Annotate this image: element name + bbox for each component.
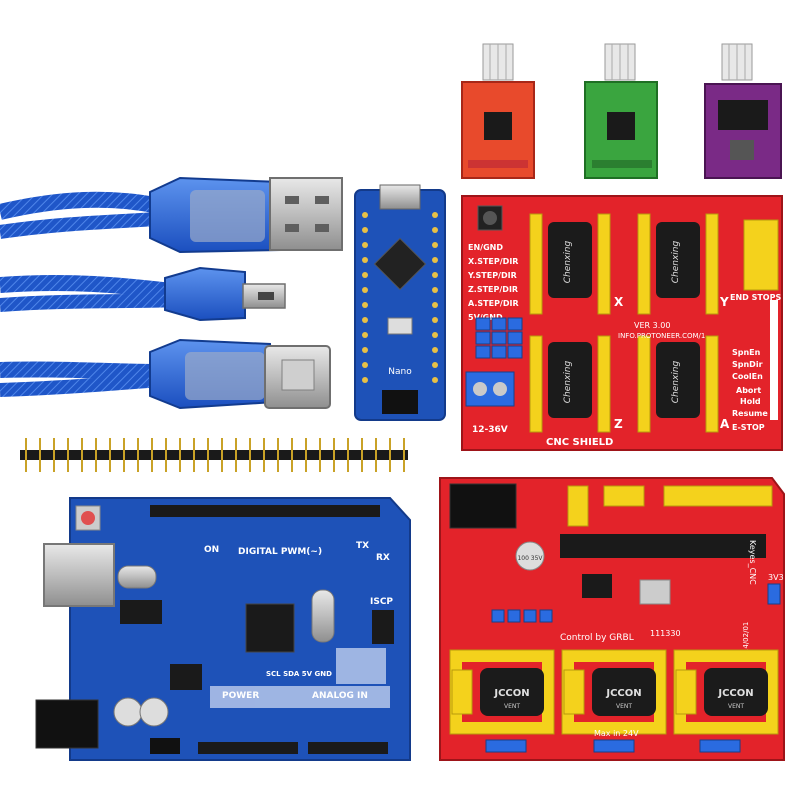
capacitor-brand-label: Chenxing: [563, 240, 573, 283]
endstop-label: END STOPS: [730, 293, 781, 302]
endstop-label: CoolEn: [732, 372, 763, 381]
axis-label-z: Z: [614, 417, 623, 431]
usb-a-plug: [149, 176, 343, 254]
cnc-shield-v4: 100 35V Control by GRBL 111330 Keyes_CNC…: [439, 477, 785, 761]
v4-cap-label: 100 35V: [517, 555, 543, 562]
endstop-label: SpnEn: [732, 348, 761, 357]
v4-cap-brand: JCCON: [605, 688, 641, 699]
axis-label-x: X: [614, 295, 624, 309]
uno-i2c-label: SCL SDA 5V GND: [266, 670, 332, 678]
stepper-driver-green: [584, 43, 658, 179]
power-input-label: 12-36V: [472, 425, 508, 435]
cnc-capacitors: [548, 222, 700, 418]
uno-digital-label: DIGITAL PWM(~): [238, 547, 322, 557]
capacitor-brand-label: Chenxing: [671, 240, 681, 283]
stepper-driver-red: [461, 43, 535, 179]
cnc-pin-label: Y.STEP/DIR: [467, 271, 517, 280]
v4-cap-sub: VENT: [616, 703, 632, 710]
pin-header-strip: [20, 438, 408, 472]
v4-brand: Keyes_CNC: [748, 540, 757, 585]
v4-cap-brand: JCCON: [717, 688, 753, 699]
uno-iscp-label: ISCP: [370, 597, 393, 607]
v4-date: 2014/02/01: [742, 622, 750, 662]
v4-serial: 111330: [650, 629, 681, 638]
usb-cable: [0, 176, 343, 410]
cnc-title: CNC SHIELD: [546, 437, 613, 448]
endstop-label: Hold: [740, 397, 761, 406]
uno-on-label: ON: [204, 545, 219, 555]
nano-label: Nano: [388, 367, 412, 377]
endstop-label: E-STOP: [732, 423, 765, 432]
capacitor-brand-label: Chenxing: [671, 360, 681, 403]
mini-usb-plug: [164, 266, 286, 322]
uno-analog-label: ANALOG IN: [312, 691, 368, 701]
cnc-pin-label: EN/GND: [468, 243, 503, 252]
arduino-uno-board: DIGITAL PWM(~) POWER ANALOG IN TX RX ON …: [35, 497, 411, 761]
capacitor-brand-label: Chenxing: [563, 360, 573, 403]
v4-cap-sub: VENT: [728, 703, 744, 710]
cnc-pin-label: X.STEP/DIR: [468, 257, 518, 266]
cnc-url: INFO.PROTONEER.COM/1: [618, 332, 705, 340]
v4-cap-brand: JCCON: [493, 688, 529, 699]
endstop-label: Resume: [732, 409, 768, 418]
cnc-version: VER 3.00: [634, 321, 670, 330]
uno-rx-label: RX: [376, 553, 390, 563]
cnc-pin-label: A.STEP/DIR: [468, 299, 519, 308]
v4-control-text: Control by GRBL: [560, 633, 634, 643]
usb-b-plug: [149, 338, 331, 410]
endstop-label: Abort: [736, 386, 761, 395]
stepper-driver-purple: [704, 43, 782, 179]
cnc-shield-v3: EN/GND X.STEP/DIR Y.STEP/DIR Z.STEP/DIR …: [461, 195, 783, 451]
v4-volt-label: 3V3: [768, 573, 784, 582]
v4-cap-sub: VENT: [504, 703, 520, 710]
v4-max-label: Max in 24V: [594, 729, 639, 738]
cnc-pin-label: Z.STEP/DIR: [468, 285, 518, 294]
arduino-nano-board: Nano: [354, 184, 446, 421]
axis-label-a: A: [720, 417, 730, 431]
uno-tx-label: TX: [356, 541, 369, 551]
uno-power-label: POWER: [222, 691, 259, 701]
axis-label-y: Y: [719, 295, 729, 309]
endstop-label: SpnDir: [732, 360, 763, 369]
